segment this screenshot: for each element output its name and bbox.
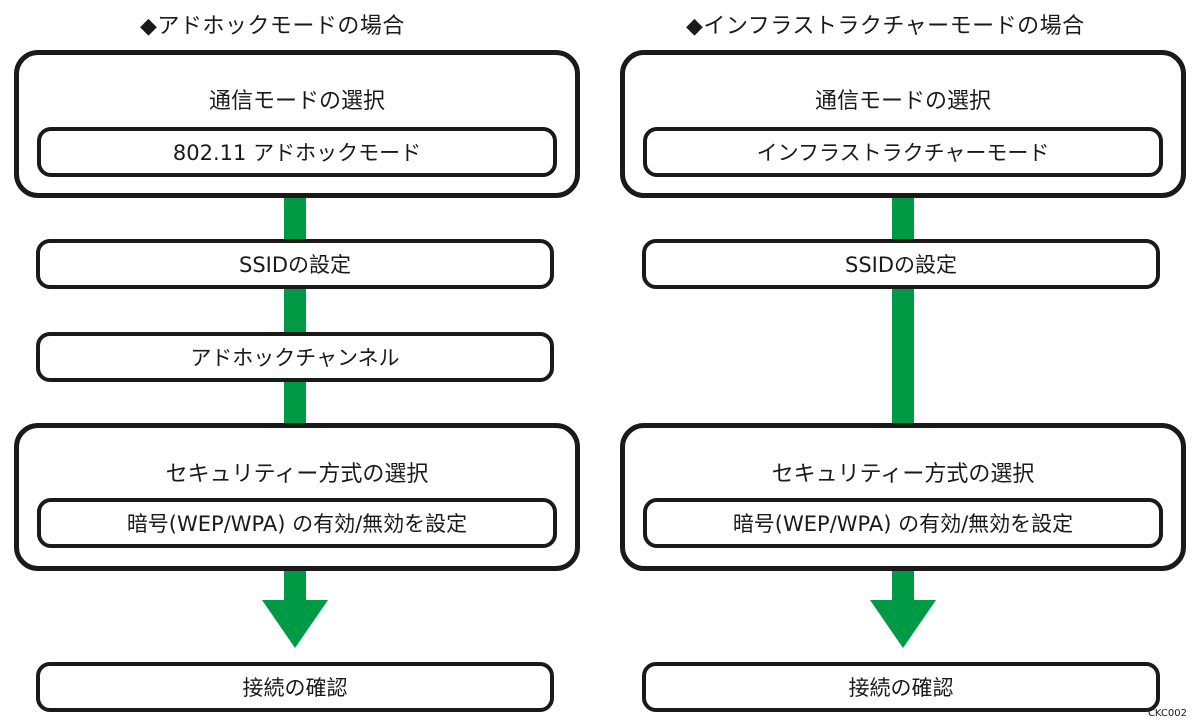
infra-security-group-title: セキュリティー方式の選択 — [771, 462, 1035, 487]
adhoc-flow-arrowhead — [262, 600, 328, 648]
adhoc-security-value: 暗号(WEP/WPA) の有効/無効を設定 — [37, 498, 557, 548]
adhoc-ssid-step: SSIDの設定 — [36, 239, 554, 289]
infra-confirm-step: 接続の確認 — [642, 662, 1160, 712]
infra-mode-group: 通信モードの選択 インフラストラクチャーモード — [620, 50, 1186, 198]
infra-mode-group-title: 通信モードの選択 — [814, 89, 991, 114]
infra-security-value: 暗号(WEP/WPA) の有効/無効を設定 — [643, 498, 1163, 548]
adhoc-mode-value: 802.11 アドホックモード — [37, 127, 557, 177]
adhoc-mode-group-title: 通信モードの選択 — [208, 89, 385, 114]
adhoc-security-group-title: セキュリティー方式の選択 — [165, 462, 429, 487]
adhoc-channel-step: アドホックチャンネル — [36, 332, 554, 382]
figure-code: CKC002 — [1147, 708, 1187, 719]
infra-mode-value: インフラストラクチャーモード — [643, 127, 1163, 177]
infra-heading: ◆インフラストラクチャーモードの場合 — [686, 14, 1085, 39]
infra-security-group: セキュリティー方式の選択 暗号(WEP/WPA) の有効/無効を設定 — [620, 423, 1186, 571]
infra-flow-arrowhead — [870, 600, 936, 648]
adhoc-mode-group: 通信モードの選択 802.11 アドホックモード — [14, 50, 580, 198]
adhoc-flow-bar-lower — [284, 565, 306, 605]
adhoc-confirm-step: 接続の確認 — [36, 662, 554, 712]
adhoc-security-group: セキュリティー方式の選択 暗号(WEP/WPA) の有効/無効を設定 — [14, 423, 580, 571]
adhoc-heading: ◆アドホックモードの場合 — [140, 14, 405, 39]
infra-flow-bar-lower — [892, 565, 914, 605]
infra-ssid-step: SSIDの設定 — [642, 239, 1160, 289]
